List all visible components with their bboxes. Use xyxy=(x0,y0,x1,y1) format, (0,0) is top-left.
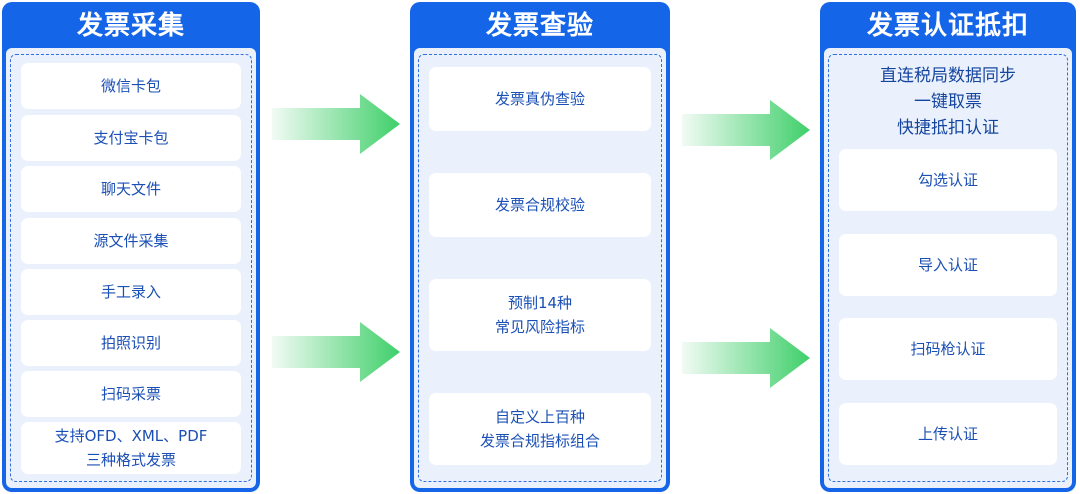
verification-panel: 发票查验 发票真伪查验 发票合规校验 预制14种 常见风险指标 自定义上百种 发… xyxy=(410,2,670,492)
arrow-right-icon xyxy=(272,94,400,154)
collection-item-chat-files[interactable]: 聊天文件 xyxy=(21,166,241,212)
verification-item-authenticity[interactable]: 发票真伪查验 xyxy=(429,67,651,131)
certification-item-checkbox[interactable]: 勾选认证 xyxy=(839,149,1057,211)
certification-dashed-frame: 直连税局数据同步 一键取票 快捷抵扣认证 勾选认证 导入认证 扫码枪认证 上传认… xyxy=(828,54,1068,482)
verification-title: 发票查验 xyxy=(485,11,594,41)
collection-title: 发票采集 xyxy=(76,11,185,41)
verification-body: 发票真伪查验 发票合规校验 预制14种 常见风险指标 自定义上百种 发票合规指标… xyxy=(414,48,666,488)
certification-item-import[interactable]: 导入认证 xyxy=(839,234,1057,296)
verification-item-custom-combos[interactable]: 自定义上百种 发票合规指标组合 xyxy=(429,393,651,465)
certification-title: 发票认证抵扣 xyxy=(866,11,1029,41)
certification-item-upload[interactable]: 上传认证 xyxy=(839,403,1057,465)
collection-body: 微信卡包 支付宝卡包 聊天文件 源文件采集 手工录入 拍照识别 扫码采票 支持O… xyxy=(6,48,256,488)
tax-sync-description: 直连税局数据同步 一键取票 快捷抵扣认证 xyxy=(880,66,1016,138)
collection-dashed-frame: 微信卡包 支付宝卡包 聊天文件 源文件采集 手工录入 拍照识别 扫码采票 支持O… xyxy=(10,54,252,482)
collection-panel: 发票采集 微信卡包 支付宝卡包 聊天文件 源文件采集 手工录入 拍照识别 扫码采… xyxy=(2,2,260,492)
verification-item-preset-risks[interactable]: 预制14种 常见风险指标 xyxy=(429,279,651,351)
collection-item-manual-entry[interactable]: 手工录入 xyxy=(21,269,241,315)
certification-body: 直连税局数据同步 一键取票 快捷抵扣认证 勾选认证 导入认证 扫码枪认证 上传认… xyxy=(824,48,1072,488)
certification-panel: 发票认证抵扣 直连税局数据同步 一键取票 快捷抵扣认证 勾选认证 导入认证 扫码… xyxy=(820,2,1076,492)
certification-item-scanner[interactable]: 扫码枪认证 xyxy=(839,318,1057,380)
arrow-right-icon xyxy=(682,100,810,160)
collection-item-source-file[interactable]: 源文件采集 xyxy=(21,218,241,264)
collection-item-alipay[interactable]: 支付宝卡包 xyxy=(21,115,241,161)
arrow-right-icon xyxy=(272,322,400,382)
collection-item-photo-recognition[interactable]: 拍照识别 xyxy=(21,320,241,366)
collection-item-formats[interactable]: 支持OFD、XML、PDF 三种格式发票 xyxy=(21,422,241,474)
verification-dashed-frame: 发票真伪查验 发票合规校验 预制14种 常见风险指标 自定义上百种 发票合规指标… xyxy=(418,54,662,482)
collection-item-scan[interactable]: 扫码采票 xyxy=(21,371,241,417)
collection-item-wechat[interactable]: 微信卡包 xyxy=(21,63,241,109)
verification-item-compliance[interactable]: 发票合规校验 xyxy=(429,173,651,237)
arrow-right-icon xyxy=(682,328,810,388)
